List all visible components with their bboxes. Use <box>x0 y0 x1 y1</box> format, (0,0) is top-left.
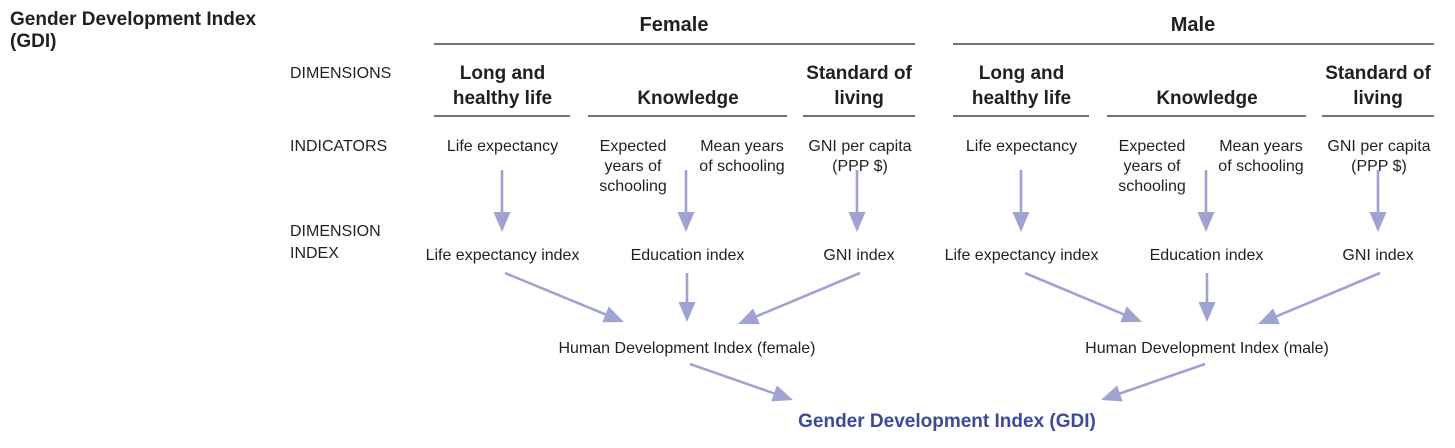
arrow-female-gni-to-index <box>848 170 866 232</box>
male-indicator-life-expectancy: Life expectancy <box>965 138 1078 155</box>
female-dimension-health: Long and healthy life <box>452 63 553 109</box>
male-indicator-gni: GNI per capita (PPP $) <box>1327 138 1431 175</box>
female-hdi: Human Development Index (female) <box>558 340 816 357</box>
female-index-education: Education index <box>630 247 745 264</box>
arrow-male-hdi-to-gdi <box>1101 362 1206 402</box>
diagram-title: Gender Development Index (GDI) <box>10 9 257 52</box>
male-indicator-mean-schooling: Mean years of schooling <box>1218 138 1304 175</box>
female-indicator-life-expectancy: Life expectancy <box>446 138 559 155</box>
male-hdi: Human Development Index (male) <box>1085 340 1329 357</box>
arrow-female-life-index-to-hdi <box>504 271 624 323</box>
male-dimension-health: Long and healthy life <box>971 63 1072 109</box>
female-index-gni: GNI index <box>823 247 895 264</box>
arrow-male-life-index-to-hdi <box>1024 271 1142 323</box>
arrow-group <box>493 170 1387 402</box>
male-dimension-living: Standard of living <box>1325 63 1431 109</box>
female-indicator-expected-schooling: Expected years of schooling <box>599 138 667 195</box>
arrow-female-hdi-to-gdi <box>689 362 793 402</box>
arrow-male-schooling-to-index <box>1197 170 1215 232</box>
male-index-gni: GNI index <box>1342 247 1414 264</box>
row-label-indicators: INDICATORS <box>290 138 388 155</box>
male-index-life-expectancy: Life expectancy index <box>944 247 1099 264</box>
arrow-female-gni-index-to-hdi <box>738 271 861 325</box>
arrow-male-gni-index-to-hdi <box>1258 271 1381 325</box>
row-label-dimension-index: DIMENSION INDEX <box>290 223 381 262</box>
arrow-female-education-to-hdi <box>678 273 696 322</box>
arrow-male-gni-to-index <box>1369 170 1387 232</box>
arrow-male-education-to-hdi <box>1198 273 1216 322</box>
group-title-female: Female <box>639 14 709 36</box>
male-index-education: Education index <box>1149 247 1264 264</box>
male-dimension-knowledge: Knowledge <box>1156 88 1258 109</box>
female-dimension-living: Standard of living <box>806 63 912 109</box>
arrow-male-life-to-index <box>1012 170 1030 232</box>
arrow-female-schooling-to-index <box>677 170 695 232</box>
row-label-dimensions: DIMENSIONS <box>290 65 392 82</box>
female-index-life-expectancy: Life expectancy index <box>425 247 580 264</box>
female-dimension-knowledge: Knowledge <box>637 88 739 109</box>
female-indicator-gni: GNI per capita (PPP $) <box>808 138 912 175</box>
male-indicator-expected-schooling: Expected years of schooling <box>1118 138 1186 195</box>
arrow-female-life-to-index <box>493 170 511 232</box>
female-indicator-mean-schooling: Mean years of schooling <box>699 138 785 175</box>
group-title-male: Male <box>1170 14 1216 36</box>
gdi-result: Gender Development Index (GDI) <box>798 411 1096 432</box>
divider-lines <box>434 43 1434 117</box>
